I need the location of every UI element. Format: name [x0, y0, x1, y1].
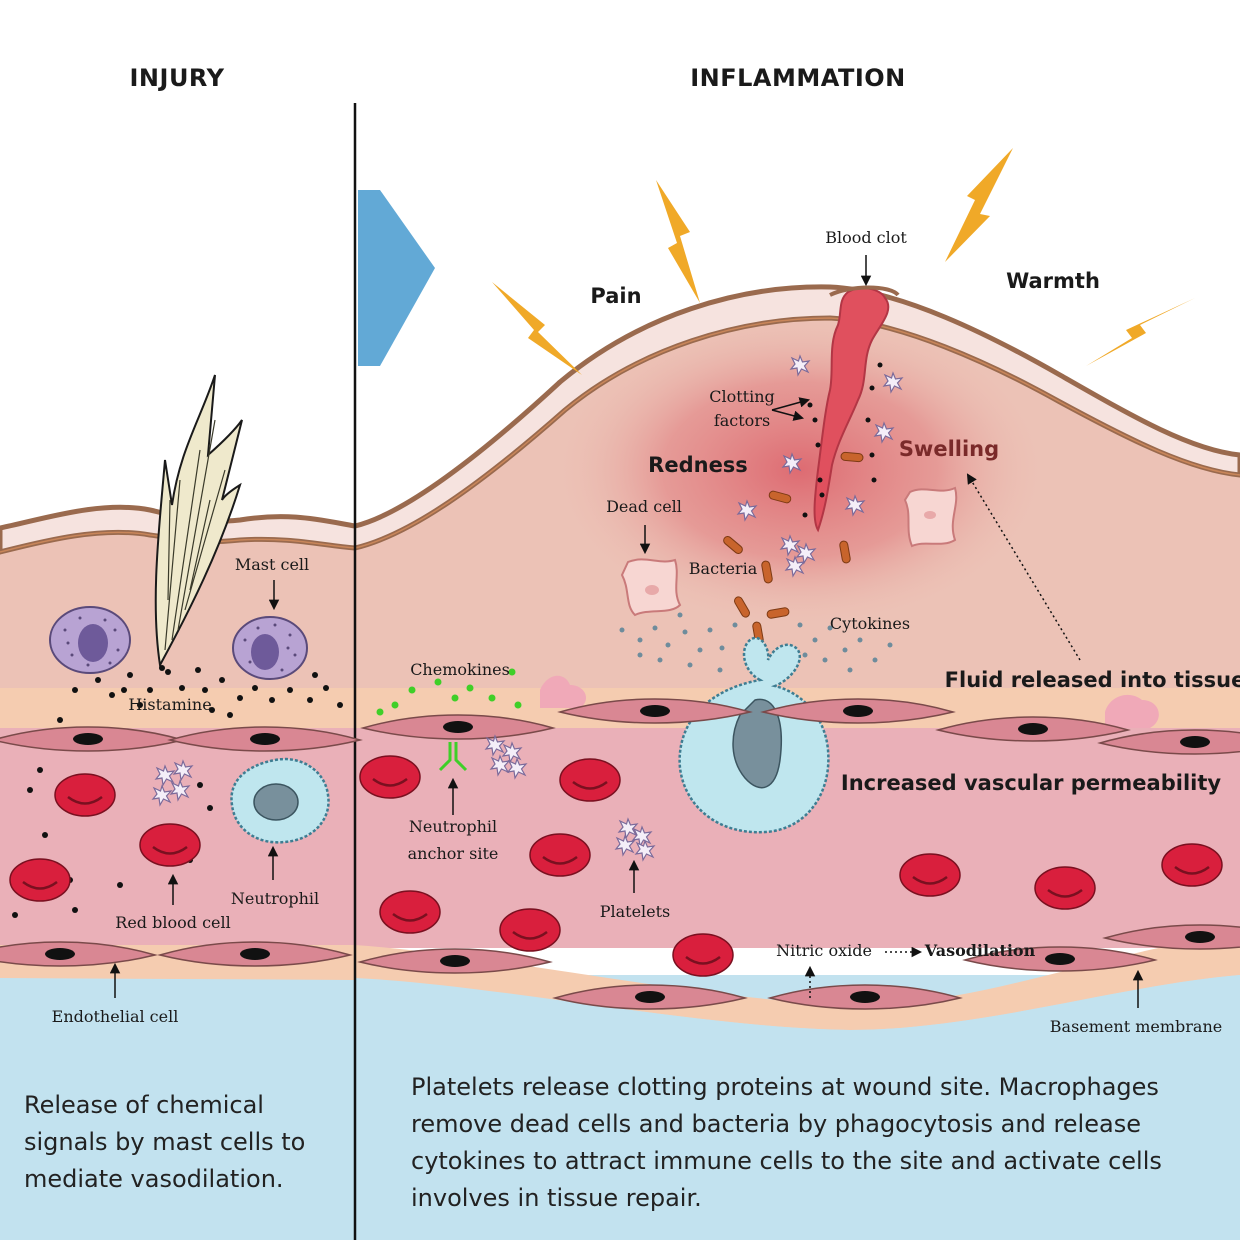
caption-inflammation-line: involves in tissue repair. — [411, 1184, 702, 1212]
inflammation-panel — [358, 148, 1240, 1010]
label-redness: Redness — [648, 453, 748, 477]
caption-inflammation: Platelets release clotting proteins at w… — [411, 1073, 1162, 1212]
label-nitric-oxide: Nitric oxide — [776, 941, 872, 960]
red-blood-cell — [53, 772, 117, 818]
chemokine-dots — [376, 668, 522, 716]
red-blood-cell — [898, 852, 962, 898]
dead-cell-swelling — [903, 486, 958, 548]
splinter-icon — [154, 374, 243, 669]
label-vasodilation: Vasodilation — [924, 941, 1036, 960]
label-endothelial-cell: Endothelial cell — [52, 1007, 179, 1026]
label-arrows — [109, 255, 1144, 1008]
label-dead-cell: Dead cell — [606, 497, 682, 516]
red-blood-cell — [378, 889, 442, 935]
mast-cell-left — [49, 606, 131, 674]
membrane-bleb — [1105, 694, 1159, 728]
label-pain: Pain — [590, 284, 641, 308]
label-neutrophil: Neutrophil — [231, 889, 319, 908]
red-blood-cell — [1160, 842, 1224, 888]
cytokine-dots — [619, 612, 893, 673]
dead-cell — [620, 558, 682, 617]
caption-injury-line: signals by mast cells to — [24, 1128, 305, 1156]
histamine-dots — [12, 665, 343, 918]
label-warmth: Warmth — [1006, 269, 1100, 293]
caption-injury: Release of chemical signals by mast cell… — [24, 1091, 305, 1193]
caption-inflammation-line: Platelets release clotting proteins at w… — [411, 1073, 1159, 1101]
label-red-blood-cell: Red blood cell — [115, 913, 230, 932]
label-neutrophil-anchor-2: anchor site — [408, 844, 499, 863]
red-blood-cell — [528, 832, 592, 878]
label-platelets: Platelets — [600, 902, 671, 921]
red-blood-cell — [558, 757, 622, 803]
label-bacteria: Bacteria — [689, 559, 758, 578]
label-clotting-factors-1: Clotting — [709, 387, 775, 406]
caption-inflammation-line: cytokines to attract immune cells to the… — [411, 1147, 1162, 1175]
blood-clot — [813, 287, 890, 533]
caption-inflammation-line: remove dead cells and bacteria by phagoc… — [411, 1110, 1141, 1138]
red-blood-cell — [1033, 865, 1097, 911]
label-mast-cell: Mast cell — [235, 555, 309, 574]
caption-injury-line: mediate vasodilation. — [24, 1165, 284, 1193]
red-blood-cell — [498, 907, 562, 953]
blood-vessel — [0, 728, 1240, 948]
header-inflammation: INFLAMMATION — [690, 64, 906, 92]
membrane-bleb — [540, 675, 587, 708]
label-blood-clot: Blood clot — [825, 228, 907, 247]
label-cytokines: Cytokines — [830, 614, 910, 633]
lightning-icons — [492, 148, 1195, 375]
injury-panel — [0, 374, 361, 967]
label-chemokines: Chemokines — [410, 660, 510, 679]
label-basement-membrane: Basement membrane — [1050, 1017, 1222, 1036]
label-histamine: Histamine — [128, 695, 211, 714]
red-blood-cell — [358, 754, 422, 800]
header-injury: INJURY — [130, 64, 225, 92]
progression-arrow — [358, 190, 435, 366]
red-blood-cell — [8, 857, 72, 903]
neutrophil-anchor-icon — [438, 742, 468, 772]
red-blood-cell — [671, 932, 735, 978]
caption-injury-line: Release of chemical — [24, 1091, 264, 1119]
red-blood-cell — [138, 822, 202, 868]
label-clotting-factors-2: factors — [714, 411, 770, 430]
label-fluid-released: Fluid released into tissue — [945, 668, 1240, 692]
label-neutrophil-anchor-1: Neutrophil — [409, 817, 497, 836]
label-swelling: Swelling — [899, 437, 999, 461]
neutrophil-cell — [230, 757, 330, 844]
label-increased-permeability: Increased vascular permeability — [841, 771, 1221, 795]
mast-cell-right — [232, 616, 308, 680]
tissue-layers — [0, 284, 1240, 1240]
